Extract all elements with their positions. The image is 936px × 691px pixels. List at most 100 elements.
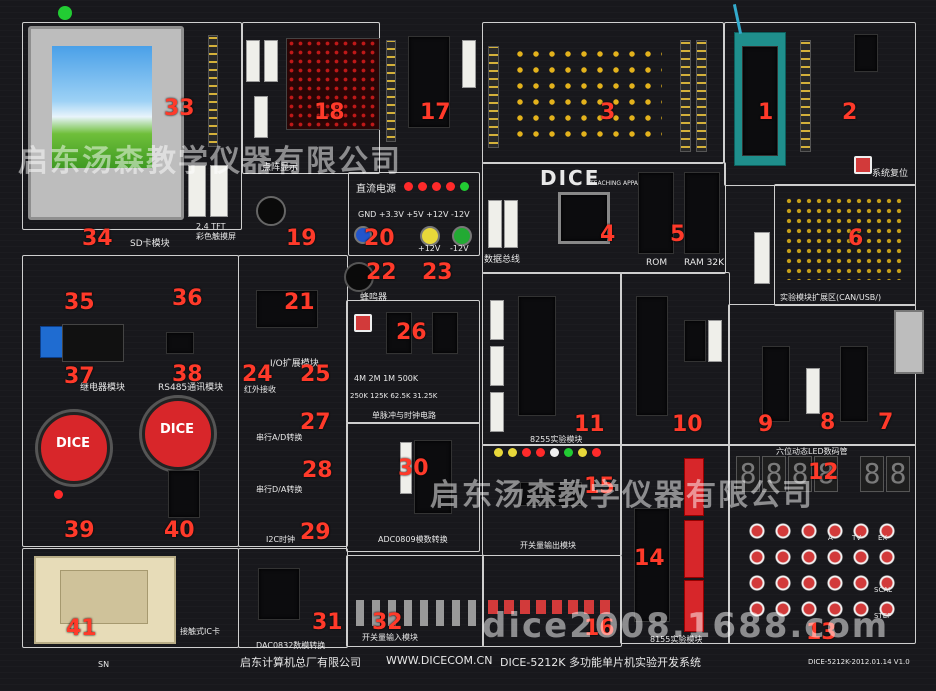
rs485-label: RS485通讯模块 — [158, 383, 224, 393]
toggle-row[interactable] — [356, 600, 476, 626]
8255-label: 8255实验模块 — [530, 435, 583, 444]
adc-label: ADC0809模数转换 — [378, 535, 448, 544]
module-number-40: 40 — [164, 518, 195, 543]
reset-button[interactable] — [854, 156, 872, 174]
led-driver-chip — [520, 482, 582, 506]
module-number-8: 8 — [820, 410, 836, 435]
power-led-5 — [460, 182, 469, 191]
module-number-27: 27 — [300, 410, 331, 435]
adc-connector — [400, 442, 412, 494]
terminal-m12v — [452, 226, 472, 246]
ram-chip — [684, 172, 720, 254]
serial-ad-label: 串行A/D转换 — [256, 433, 303, 442]
module-number-24: 24 — [242, 362, 273, 387]
zone-pulse — [346, 300, 480, 424]
seg-digit-4: 8 — [814, 456, 838, 492]
module-number-14: 14 — [634, 546, 665, 571]
io-expand-label: I/O扩展模块 — [270, 359, 319, 369]
seg-digit-6: 8 — [886, 456, 910, 492]
pulse-button[interactable] — [354, 314, 372, 332]
rail-12v-label: +12V — [418, 244, 441, 253]
pulse-clock-label: 单脉冲与时钟电路 — [372, 411, 436, 420]
motor-39 — [38, 412, 110, 484]
led-l7 — [578, 448, 587, 457]
module-number-37: 37 — [64, 364, 95, 389]
relay — [62, 324, 124, 362]
ext-connector — [754, 232, 770, 284]
seg-digit-1: 8 — [736, 456, 760, 492]
plcc-chip — [558, 192, 610, 244]
tft-module-label: 2.4 TFT 彩色触摸屏 — [196, 222, 236, 241]
module-number-30: 30 — [398, 456, 429, 481]
watermark-2: 启东汤森教学仪器有限公司 — [430, 478, 814, 513]
switch-out-buttons[interactable] — [488, 600, 614, 614]
data-bus-label: 数据总线 — [484, 255, 521, 265]
chip-2 — [854, 34, 878, 72]
ext-area-label: 实验模块扩展区(CAN/USB/) — [780, 293, 882, 302]
zone-ports — [482, 22, 724, 164]
potentiometer-19[interactable] — [256, 196, 286, 226]
module-number-13: 13 — [806, 620, 837, 645]
zone-mcu — [724, 22, 916, 186]
zone-ext — [774, 184, 916, 306]
motor-40-logo: DICE — [160, 422, 195, 437]
rail-m12v-label: -12V — [450, 244, 469, 253]
switch-output-label: 开关量输出模块 — [520, 541, 576, 550]
module-number-11: 11 — [574, 412, 605, 437]
dice-logo-sub: TEACHING APPARATUS — [590, 180, 658, 187]
zone-left-modules — [22, 255, 239, 547]
ram-label: RAM 32K — [684, 258, 725, 268]
led-l6 — [564, 448, 573, 457]
dice-logo: DICE — [540, 166, 601, 190]
module-number-41: 41 — [66, 616, 97, 641]
module-number-2: 2 — [842, 100, 858, 125]
module-number-7: 7 — [878, 410, 894, 435]
dip-switch-2[interactable] — [684, 520, 704, 578]
module-number-16: 16 — [584, 616, 615, 641]
chip-8259 — [636, 296, 668, 416]
keypad[interactable] — [744, 518, 904, 622]
dip-switch-3[interactable] — [684, 580, 704, 632]
website-label: WWW.DICECOM.CN — [386, 654, 493, 667]
chip-8251 — [840, 346, 868, 422]
tft-connector-2 — [210, 165, 228, 217]
module-number-9: 9 — [758, 412, 774, 437]
buzzer — [344, 262, 374, 292]
chip-8155 — [634, 508, 670, 622]
module-number-31: 31 — [312, 610, 343, 635]
zone-8253 — [620, 272, 730, 446]
dip-switch-1[interactable] — [684, 458, 704, 516]
led-l5 — [550, 448, 559, 457]
header-17 — [386, 40, 396, 142]
seg-digit-2: 8 — [762, 456, 786, 492]
terminal-12v — [420, 226, 440, 246]
six-led-label: 六位动态LED数码管 — [776, 447, 848, 456]
zone-power — [348, 172, 480, 256]
relay-blue — [40, 326, 64, 358]
power-rails-label: GND +3.3V +5V +12V -12V — [358, 210, 470, 219]
board-title-label: DICE-5212K 多功能单片机实验开发系统 — [500, 656, 702, 669]
zone-tft — [22, 22, 242, 230]
seg-digit-3: 8 — [788, 456, 812, 492]
matrix-connector-3 — [254, 96, 268, 138]
module-number-22: 22 — [366, 260, 397, 285]
ir-label: 红外接收 — [244, 385, 276, 394]
8255-connector-1 — [490, 300, 504, 340]
watermark-1: 启东汤森教学仪器有限公司 — [18, 144, 402, 179]
i2c-label: I2C时钟 — [266, 535, 296, 544]
system-reset-label: 系统复位 — [872, 169, 909, 179]
led-l4 — [536, 448, 545, 457]
seg-digit-5: 8 — [860, 456, 884, 492]
bus-connector-1 — [488, 200, 502, 248]
module-number-6: 6 — [848, 226, 864, 251]
led-l8 — [592, 448, 601, 457]
key-tv-label: TV — [852, 534, 862, 542]
led-l3 — [522, 448, 531, 457]
dot-matrix-label: 点阵显示 — [262, 163, 299, 173]
ic-card-slot-inner — [60, 570, 148, 624]
module-number-25: 25 — [300, 362, 331, 387]
module-number-5: 5 — [670, 222, 686, 247]
dc-power-label: 直流电源 — [356, 184, 396, 195]
db9-connector — [894, 310, 924, 374]
module-number-17: 17 — [420, 100, 451, 125]
